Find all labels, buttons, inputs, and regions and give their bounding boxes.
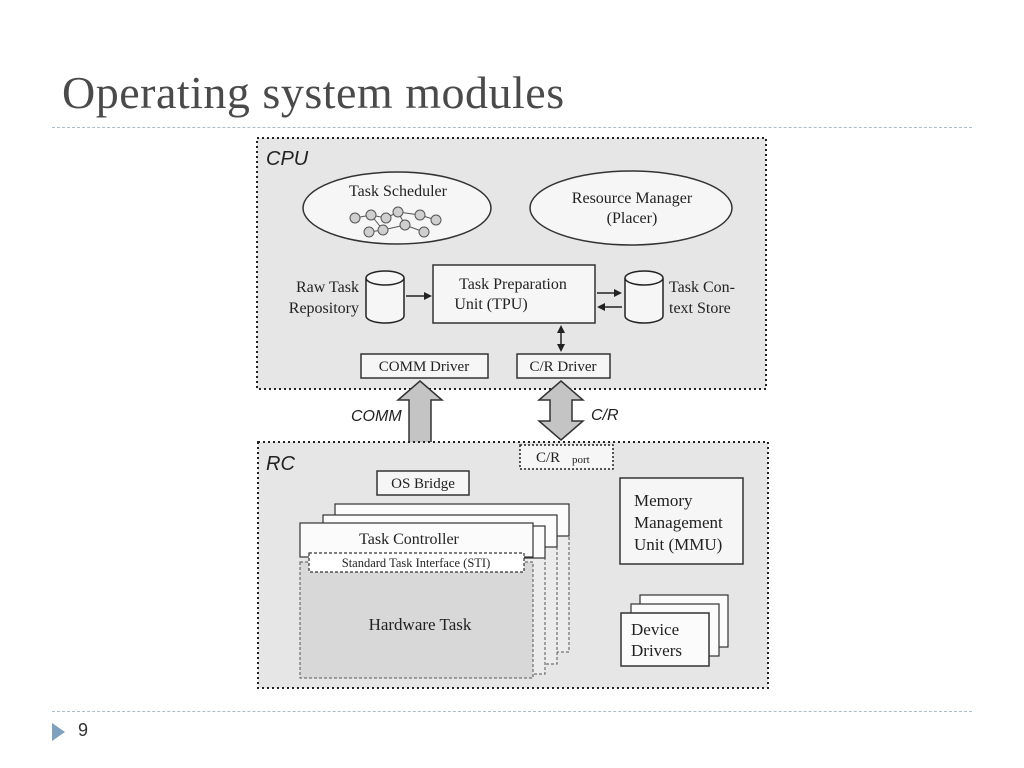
os-bridge-label: OS Bridge [391,476,455,492]
device-drivers-label-2: Drivers [631,641,682,660]
os-bridge-box [376,470,470,496]
resource-manager-ellipse [529,170,733,246]
device-drivers-label-1: Device [631,620,679,639]
context-to-tpu-arrowhead [597,303,605,311]
sti-label: Standard Task Interface (STI) [342,556,491,570]
cr-port-label: C/R [536,450,560,466]
task-controller-box [299,522,534,558]
page-number: 9 [78,720,89,740]
cr-link-arrow [536,380,586,441]
cpu-label: CPU [266,148,309,170]
cr-port-box [519,444,614,470]
task-context-store-cylinder-icon [624,270,664,324]
footer-divider [52,711,972,712]
context-store-label-1: Task Con- [669,279,735,296]
cpu-region [256,137,767,390]
resource-manager-label-2: (Placer) [607,210,658,227]
raw-task-label-2: Repository [289,300,359,317]
context-store-label-2: text Store [669,300,731,317]
tpu-label-1: Task Preparation [459,276,567,293]
slide-title: Operating system modules [62,67,565,118]
task-scheduler-label: Task Scheduler [349,183,448,200]
cr-port-sub-label: port [572,454,590,466]
tpu-label-2: Unit (TPU) [454,296,527,313]
resource-manager-label-1: Resource Manager [572,190,693,207]
tpu-to-context-arrowhead [614,289,622,297]
mmu-label-3: Unit (MMU) [634,535,722,554]
task-controller-label: Task Controller [359,531,459,548]
hardware-task-label: Hardware Task [369,615,472,634]
mmu-box [619,477,744,565]
tpu-cr-arrowhead-down [557,344,565,352]
cr-driver-box [516,353,611,379]
cr-link-label: C/R [591,407,619,424]
raw-task-label-1: Raw Task [296,279,359,296]
comm-driver-box [360,353,489,379]
rc-label: RC [266,453,295,475]
sti-box [308,552,525,573]
tpu-cr-arrowhead-up [557,325,565,333]
raw-to-tpu-arrowhead [424,292,432,300]
hardware-task-box [299,561,534,679]
slide-bullet-arrow-icon [52,723,65,741]
mmu-label-2: Management [634,513,723,532]
comm-link-label: COMM [351,408,402,425]
mmu-label-1: Memory [634,491,693,510]
task-graph-icon [349,206,442,238]
device-drivers-box [620,612,710,667]
cr-driver-label: C/R Driver [529,359,596,375]
comm-driver-label: COMM Driver [379,359,469,375]
tpu-box [432,264,596,324]
title-divider [52,127,972,128]
raw-task-repository-cylinder-icon [365,270,405,324]
